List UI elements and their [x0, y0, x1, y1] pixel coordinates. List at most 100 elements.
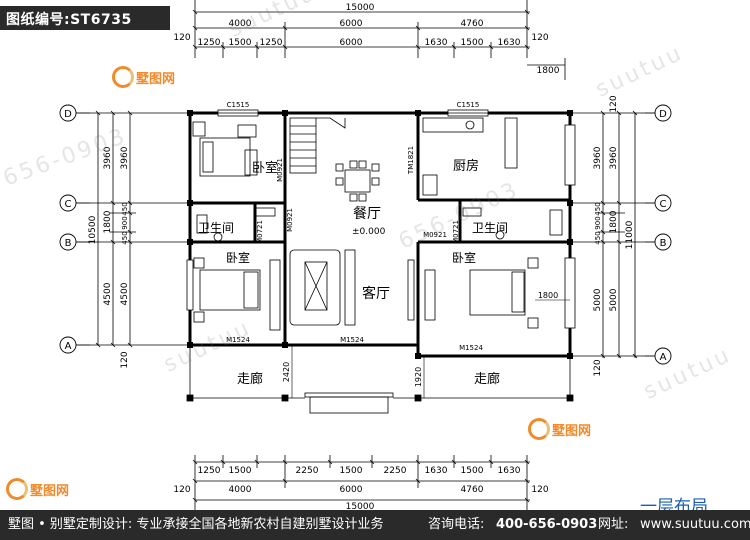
- left-dimensions: [90, 110, 190, 348]
- bot-dim-r1-1: 1250: [198, 466, 221, 476]
- logo-text: 墅图网: [552, 423, 592, 439]
- room-bath-e: 卫生间: [472, 221, 508, 235]
- watermark-logo-2: 墅图网: [528, 418, 591, 440]
- room-corridor-w: 走廊: [237, 371, 263, 387]
- door-label-m0921-a: M0921: [276, 158, 284, 182]
- left-dim-i5: 4500: [120, 282, 130, 305]
- right-dim-total: 11000: [625, 220, 635, 249]
- furniture: [186, 117, 574, 414]
- top-dim-r2-6: 1500: [461, 38, 484, 48]
- top-dim-r2-5: 1630: [425, 38, 448, 48]
- dim-1920: 1920: [414, 367, 423, 387]
- left-dim-i4: 450: [121, 231, 129, 244]
- bot-dim-r1-6: 1630: [425, 466, 448, 476]
- top-dim-edge: 120: [173, 33, 190, 43]
- door-label-m0921-c: M0921: [423, 231, 447, 239]
- left-dim-o3: 4500: [103, 282, 113, 305]
- door-label-m1524-c: M1524: [459, 344, 483, 352]
- axis-b-right: B: [660, 238, 667, 249]
- left-dim-i3: 900: [121, 216, 129, 229]
- right-dimension-text: 3960 450 900 450 5000 3960 1800 5000 110…: [593, 95, 635, 376]
- left-dim-o1: 3960: [103, 146, 113, 169]
- axis-b-left: B: [65, 238, 72, 249]
- room-bath-w: 卫生间: [198, 221, 234, 235]
- axis-marker-labels: D C B A D C B A: [64, 109, 667, 363]
- bot-dim-r2-3: 4760: [461, 485, 484, 495]
- drawing-code: 图纸编号:ST6735: [6, 12, 132, 28]
- logo-icon: [528, 418, 550, 440]
- bot-dim-r1-8: 1630: [498, 466, 521, 476]
- door-label-m1524-a: M1524: [226, 336, 250, 344]
- footer-site: www.suutuu.com: [640, 517, 750, 532]
- top-dim-r2-1: 1250: [198, 38, 221, 48]
- axis-a-left: A: [65, 341, 72, 352]
- top-dimension-text: 15000 4000 6000 4760 1250 1500 1250 6000…: [173, 3, 559, 76]
- drawing-code-banner: [0, 6, 170, 30]
- top-dim-r1-1: 4000: [229, 19, 252, 29]
- window-label-ne: C1515: [457, 101, 480, 109]
- room-kitchen: 厨房: [453, 158, 479, 174]
- bot-dim-r1-7: 1500: [461, 466, 484, 476]
- door-label-tm1821: TM1821: [407, 146, 415, 175]
- room-bedroom-sw: 卧室: [226, 250, 250, 265]
- top-dim-r1-2: 6000: [340, 19, 363, 29]
- logo-icon: [6, 478, 28, 500]
- stairs: [289, 117, 346, 174]
- footer-phone-label: 咨询电话:: [428, 517, 485, 532]
- left-dim-i2: 450: [121, 202, 129, 215]
- right-dim-o3: 900: [594, 216, 602, 229]
- door-label-m1524-b: M1524: [340, 336, 364, 344]
- door-label-m0721-b: M0721: [452, 220, 460, 244]
- footer-site-label: 网址:: [598, 517, 629, 532]
- bot-dim-edge: 120: [173, 485, 190, 495]
- room-living: 客厅: [362, 285, 390, 302]
- top-dim-r2-7: 1630: [498, 38, 521, 48]
- room-bedroom-se: 卧室: [452, 250, 476, 265]
- top-dim-r2-4: 6000: [340, 38, 363, 48]
- dim-1800-right: 1800: [538, 291, 558, 300]
- axis-c-right: C: [660, 199, 667, 210]
- axis-d-right: D: [659, 109, 667, 120]
- top-dimensions: [192, 0, 566, 80]
- right-dim-o5: 5000: [593, 288, 603, 311]
- logo-text: 墅图网: [30, 483, 70, 499]
- watermark-logo-1: 墅图网: [112, 66, 175, 88]
- room-bedroom-nw: 卧室: [252, 160, 278, 176]
- room-corridor-e: 走廊: [474, 371, 500, 387]
- room-labels: 卧室 卫生间 卧室 餐厅 ±0.000 客厅 厨房 卫生间 卧室 走廊 走廊: [198, 158, 508, 387]
- bot-dim-r2-1: 4000: [229, 485, 252, 495]
- windows: [186, 109, 576, 329]
- dim-2420: 2420: [282, 362, 291, 382]
- top-dim-right-ext: 1800: [537, 66, 560, 76]
- right-dimensions: [570, 110, 645, 359]
- bot-dim-r1-2: 1500: [229, 466, 252, 476]
- door-label-m0921-b: M0921: [286, 208, 294, 232]
- right-dim-edge-top: 120: [609, 95, 619, 112]
- top-dim-r1-3: 4760: [461, 19, 484, 29]
- door-label-m0721-a: M0721: [256, 220, 264, 244]
- bot-dim-r1-5: 2250: [384, 466, 407, 476]
- left-dimension-text: 10500 3960 1800 4500 3960 450 900 450 45…: [88, 146, 130, 368]
- right-dim-edge-bot: 120: [593, 359, 603, 376]
- bot-dim-r1-3: 2250: [296, 466, 319, 476]
- window-label-nw: C1515: [227, 101, 250, 109]
- top-dim-total: 15000: [346, 3, 375, 13]
- right-dim-o1: 3960: [593, 146, 603, 169]
- axis-a-right: A: [660, 352, 667, 363]
- footer-phone: 400-656-0903: [496, 517, 598, 532]
- bot-dim-edge-r: 120: [531, 485, 548, 495]
- right-dim-o2: 450: [594, 202, 602, 215]
- top-dim-edge-r: 120: [531, 33, 548, 43]
- logo-text: 墅图网: [136, 71, 176, 87]
- top-dim-r2-3: 1250: [260, 38, 283, 48]
- right-dim-i1: 3960: [609, 146, 619, 169]
- bottom-dimension-text: 1250 1500 2250 1500 2250 1630 1500 1630 …: [173, 466, 548, 512]
- footer-slogan: 墅图 • 别墅定制设计: 专业承接全国各地新农村自建别墅设计业务: [8, 517, 384, 532]
- bot-dim-r1-4: 1500: [340, 466, 363, 476]
- bottom-dimensions: [192, 455, 530, 510]
- axis-markers: [59, 104, 672, 365]
- left-dim-total: 10500: [88, 215, 98, 244]
- room-dining: 餐厅: [353, 206, 381, 222]
- left-dim-o2: 1800: [103, 210, 113, 233]
